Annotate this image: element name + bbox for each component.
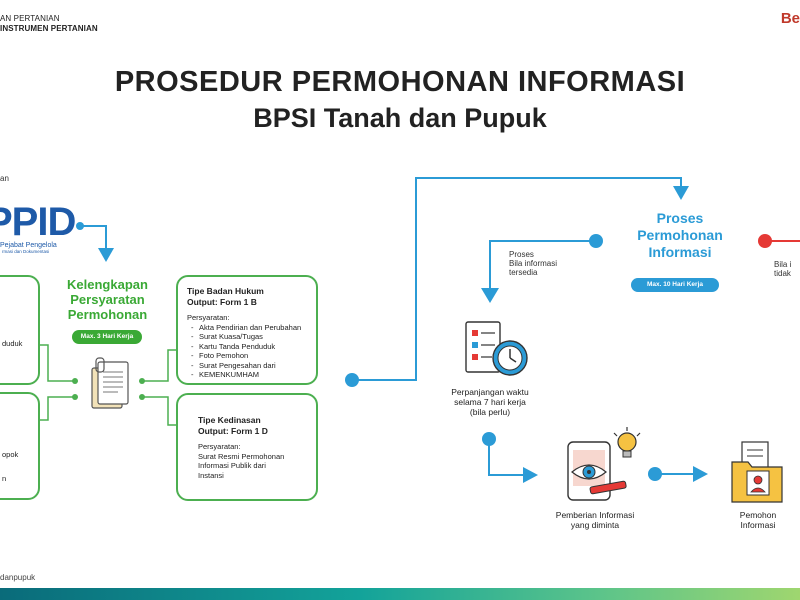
badan-hukum-req-label: Persyaratan: [187, 313, 230, 322]
list-item: Kartu Tanda Penduduk [191, 342, 316, 352]
partial-box-kelompok: opok n [0, 392, 40, 500]
brand-logo: Be [780, 10, 800, 27]
badan-hukum-title-2: Output: Form 1 B [187, 297, 257, 307]
list-item: Foto Pemohon [191, 351, 316, 361]
ppid-sub-2: rmasi dan Dokumentasi [2, 249, 50, 254]
proses-title: Proses Permohonan Informasi [615, 210, 745, 261]
kedinasan-req-2: Informasi Publik dari [198, 461, 266, 470]
list-item: Akta Pendirian dan Perubahan [191, 323, 316, 333]
bila-tidak-label: Bila i tidak [774, 260, 791, 278]
badan-hukum-req-list: Akta Pendirian dan Perubahan Surat Kuasa… [187, 323, 316, 380]
list-item: Surat Pengesahan dari [191, 361, 316, 371]
ppid-sub-1: Pejabat Pengelola [0, 242, 57, 249]
proses-duration-badge: Max. 10 Hari Kerja [631, 278, 719, 292]
partial-box-1-text: duduk [2, 339, 23, 348]
ppid-logo-text: PPID [0, 200, 76, 244]
pemberian-1: Pemberian Informasi [555, 510, 635, 520]
proses-line-3: Informasi [648, 244, 712, 260]
perpanjangan-label: Perpanjangan waktu selama 7 hari kerja (… [430, 387, 550, 417]
kelengkapan-line-1: Kelengkapan [67, 277, 148, 292]
perpanjangan-1: Perpanjangan waktu [451, 387, 529, 397]
kedinasan-req-3: Instansi [198, 470, 224, 480]
page-title: PROSEDUR PERMOHONAN INFORMASI [114, 66, 686, 98]
bila-tersedia-3: tersedia [509, 268, 538, 277]
ppid-logo: PPID Pejabat Pengelola rmasi dan Dokumen… [0, 202, 80, 254]
badan-hukum-box: Tipe Badan Hukum Output: Form 1 B Persya… [176, 275, 318, 385]
kelengkapan-title: Kelengkapan Persyaratan Permohonan [55, 277, 160, 322]
proses-line-2: Permohonan [637, 227, 723, 243]
perpanjangan-3: (bila perlu) [469, 407, 511, 417]
left-partial-label: an [0, 174, 9, 183]
perpanjangan-2: selama 7 hari kerja [454, 397, 526, 407]
kelengkapan-line-2: Persyaratan [70, 292, 145, 307]
bila-tersedia-1: Proses [509, 250, 534, 259]
pemberian-label: Pemberian Informasi yang diminta [535, 510, 655, 530]
pemberian-2: yang diminta [570, 520, 620, 530]
kedinasan-req-label: Persyaratan: [198, 442, 241, 451]
kelengkapan-duration-badge: Max. 3 Hari Kerja [72, 330, 142, 344]
page-subtitle: BPSI Tanah dan Pupuk [253, 103, 547, 133]
header-line-1: AN PERTANIAN [0, 14, 60, 23]
list-item: KEMENKUMHAM [191, 370, 316, 380]
pemohon-label: Pemohon Informasi [718, 510, 798, 530]
kedinasan-box: Tipe Kedinasan Output: Form 1 D Persyara… [176, 393, 318, 501]
kelengkapan-line-3: Permohonan [67, 307, 148, 322]
kedinasan-req-1: Surat Resmi Permohonan [198, 451, 285, 461]
bila-tersedia-label: Proses Bila informasi tersedia [509, 250, 557, 277]
pemohon-1: Pemohon [739, 510, 777, 520]
partial-box-perorangan: duduk [0, 275, 40, 385]
partial-box-2-text-2: n [2, 474, 7, 483]
footer-social: danpupuk [0, 573, 36, 582]
pemohon-2: Informasi [740, 520, 776, 530]
bottom-gradient-bar [0, 588, 800, 600]
kedinasan-title-1: Tipe Kedinasan [198, 415, 261, 425]
badan-hukum-title-1: Tipe Badan Hukum [187, 286, 264, 296]
proses-line-1: Proses [656, 210, 704, 226]
bila-tidak-1: Bila i [774, 260, 792, 269]
list-item: Surat Kuasa/Tugas [191, 332, 316, 342]
bila-tersedia-2: Bila informasi [509, 259, 558, 268]
bila-tidak-2: tidak [774, 269, 791, 278]
partial-box-2-text-1: opok [2, 450, 19, 459]
header-line-2: INSTRUMEN PERTANIAN [0, 24, 98, 33]
kedinasan-title-2: Output: Form 1 D [198, 426, 268, 436]
